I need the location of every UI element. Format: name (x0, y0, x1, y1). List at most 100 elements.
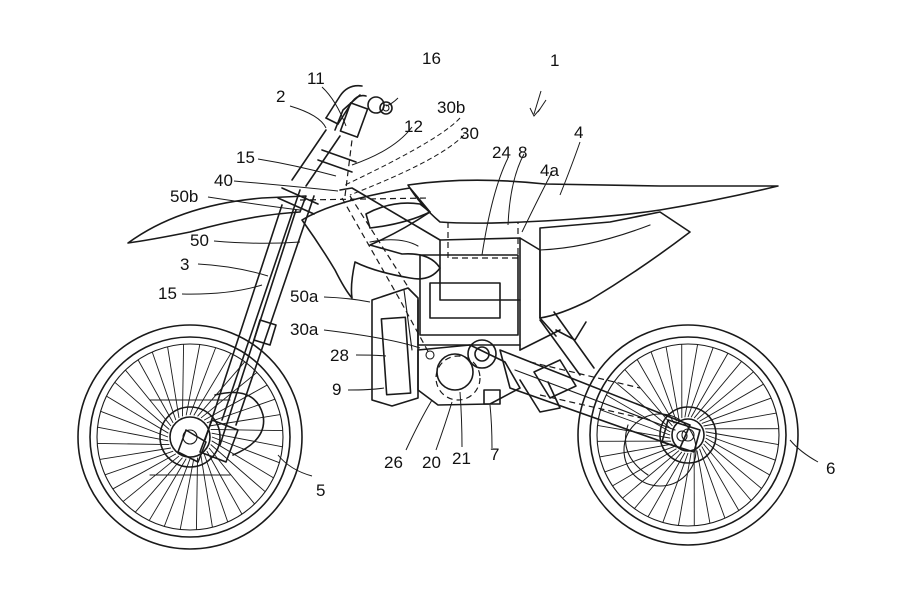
spoke (705, 437, 770, 476)
ref-30a: 30a (290, 320, 319, 339)
spoke (612, 448, 677, 487)
handlebar (325, 84, 393, 138)
spoke (704, 440, 762, 489)
spoke (137, 359, 174, 424)
spoke (684, 344, 699, 418)
spoke (99, 447, 172, 460)
spoke (195, 457, 198, 530)
spoke (687, 347, 714, 418)
spoke (699, 448, 726, 519)
ref-7: 7 (490, 445, 499, 464)
spoke (97, 426, 169, 442)
spoke (106, 395, 169, 434)
spoke (97, 442, 170, 445)
spoke (690, 353, 729, 418)
rear-shock (533, 311, 595, 399)
spoke (634, 451, 683, 509)
rear-wheel-spokes (597, 344, 779, 526)
reference-labels: 1 2 11 16 12 30b 30 4 24 8 4a 15 40 50b … (158, 49, 835, 500)
ref-9: 9 (332, 380, 341, 399)
ref-24: 24 (492, 143, 511, 162)
spoke (114, 381, 170, 430)
swingarm (499, 349, 701, 453)
spoke (614, 381, 672, 430)
ref-30: 30 (460, 124, 479, 143)
front-wheel-spokes (97, 344, 283, 530)
spoke (636, 359, 675, 424)
spoke (163, 458, 191, 527)
leader-lines (181, 86, 819, 477)
ref-11: 11 (307, 69, 325, 88)
front-fender (127, 195, 307, 244)
ref-8: 8 (518, 143, 527, 162)
ref-4: 4 (574, 123, 583, 142)
ref-1: 1 (550, 51, 559, 70)
spoke (693, 361, 742, 419)
spoke (677, 452, 692, 526)
ref-50b: 50b (170, 187, 198, 206)
ref-12: 12 (404, 117, 423, 136)
spoke (151, 351, 177, 421)
wiring-harness (299, 139, 431, 356)
ref-15-top: 15 (236, 148, 255, 167)
spoke (696, 371, 754, 420)
ref-50: 50 (190, 231, 209, 250)
spoke (100, 410, 169, 438)
spoke (179, 458, 195, 530)
spoke (206, 450, 243, 515)
front-wheel (77, 324, 303, 550)
spoke (125, 369, 172, 427)
spoke (703, 443, 752, 501)
spoke (662, 452, 689, 523)
rear-wheel (577, 324, 799, 546)
spoke (167, 346, 180, 419)
spoke (193, 353, 232, 416)
ref-2: 2 (276, 87, 285, 106)
spoke (647, 452, 686, 517)
ref-21: 21 (452, 449, 471, 468)
spoke (185, 344, 201, 416)
battery-case (419, 222, 519, 336)
ref-3: 3 (180, 255, 189, 274)
ref-15-bottom: 15 (158, 284, 177, 303)
spoke (650, 351, 677, 422)
spoke (211, 436, 280, 464)
spoke (189, 347, 217, 416)
ref-30b: 30b (437, 98, 465, 117)
spoke (701, 397, 772, 424)
spoke (200, 455, 213, 528)
spoke (665, 346, 680, 420)
spoke (122, 455, 180, 502)
spoke (203, 453, 229, 523)
ref-4a: 4a (540, 161, 559, 180)
spoke (134, 457, 183, 513)
spoke (210, 444, 266, 493)
spoke (208, 447, 255, 505)
ref-40: 40 (214, 171, 233, 190)
spoke (200, 372, 258, 419)
spoke (703, 412, 777, 427)
spoke (599, 443, 673, 458)
ref-28: 28 (330, 346, 349, 365)
spoke (705, 431, 779, 446)
spoke (701, 446, 740, 511)
controller-unit (371, 287, 419, 407)
spoke (606, 394, 671, 433)
seat (407, 179, 779, 224)
spoke (112, 453, 177, 490)
spoke (624, 369, 673, 427)
spoke (208, 414, 281, 427)
ref-20: 20 (422, 453, 441, 472)
spoke (600, 409, 671, 436)
spoke (203, 384, 268, 421)
ref-5: 5 (316, 481, 325, 500)
spoke (148, 458, 187, 521)
rear-fender (539, 211, 691, 319)
spoke (696, 450, 711, 524)
spoke (699, 383, 764, 422)
spoke (182, 344, 185, 417)
motor-unit (417, 339, 521, 406)
spoke (604, 446, 675, 473)
ref-6: 6 (826, 459, 835, 478)
spoke (104, 450, 174, 476)
